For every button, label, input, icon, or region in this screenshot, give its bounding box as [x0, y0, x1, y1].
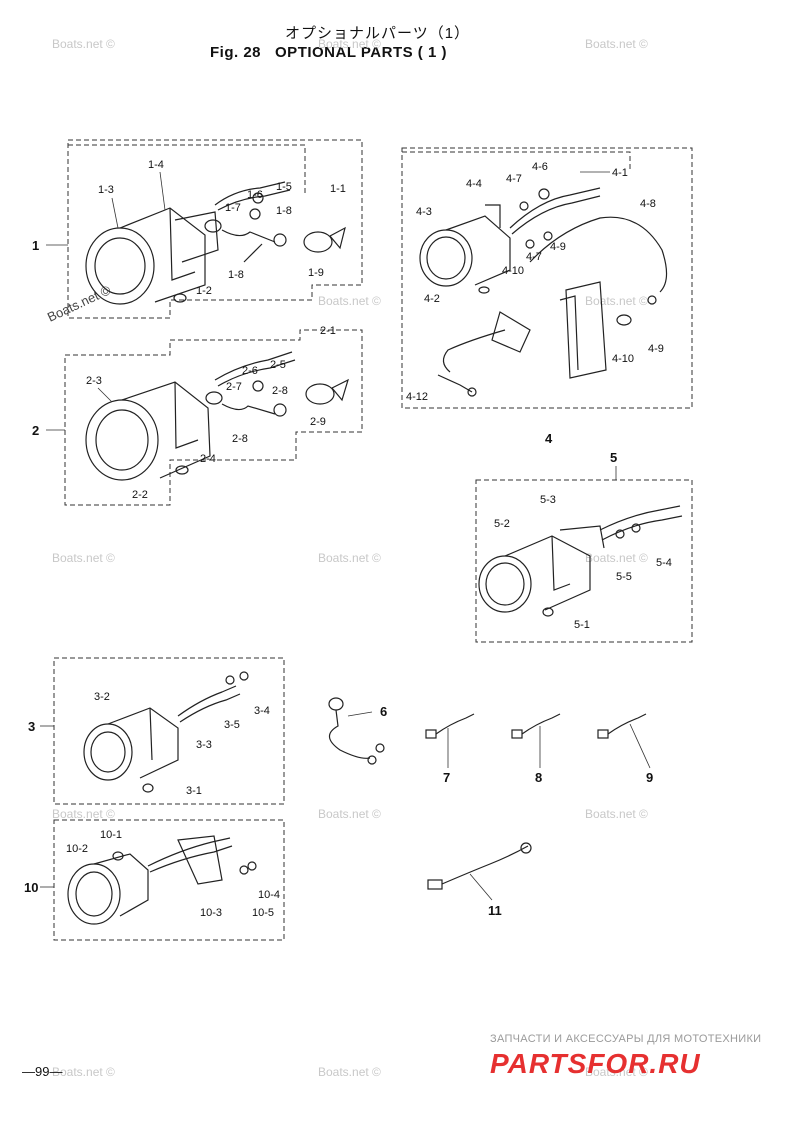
part-label: 5-1	[574, 619, 590, 631]
part-label: 1-6	[247, 189, 263, 201]
part-label: 1-3	[98, 184, 114, 196]
group-4: 4 4-1 4-6 4-7 4-4 4-3 4-8 4-9 4-7 4-10 4…	[401, 147, 693, 446]
part-label: 3-3	[196, 739, 212, 751]
group-index: 5	[610, 450, 617, 465]
title-japanese: オプショナルパーツ（1）	[285, 25, 471, 42]
watermark: Boats.net ©	[52, 551, 115, 565]
group-index: 1	[32, 238, 39, 253]
part-label: 4-10	[612, 353, 634, 365]
part-label: 10-3	[200, 907, 222, 919]
part-label: 3-4	[254, 705, 270, 717]
watermark: Boats.net ©	[585, 1065, 648, 1079]
part-label: 10-1	[100, 829, 122, 841]
part-label: 4-10	[502, 265, 524, 277]
part-label: 4-4	[466, 178, 482, 190]
group-index: 3	[28, 719, 35, 734]
group-2: 2 2-1 2-3 2-5 2-6 2-7 2-8 2-8 2-9 2-4 2-…	[32, 325, 363, 506]
figure-caption: OPTIONAL PARTS ( 1 )	[275, 44, 447, 61]
part-label: 4-9	[648, 343, 664, 355]
page-number: —99—	[22, 1064, 63, 1079]
single-parts: 6 7 8 9 11	[328, 697, 653, 918]
watermark-layer: Boats.net © Boats.net © Boats.net © Boat…	[45, 37, 648, 1079]
part-label: 5-2	[494, 518, 510, 530]
part-label: 1-2	[196, 285, 212, 297]
part-label: 4-6	[532, 161, 548, 173]
part-label: 1-5	[276, 181, 292, 193]
part-label: 2-8	[272, 385, 288, 397]
part-label: 2-8	[232, 433, 248, 445]
figure-title: Fig. 28 OPTIONAL PARTS ( 1 )	[210, 44, 461, 61]
watermark: Boats.net ©	[318, 37, 381, 51]
part-label: 2-3	[86, 375, 102, 387]
part-label: 3-1	[186, 785, 202, 797]
footer-logo: PARTSFOR.RU	[490, 1048, 701, 1079]
watermark: Boats.net ©	[52, 1065, 115, 1079]
part-label: 8	[535, 770, 542, 785]
group-10: 10 10-1 10-2 10-4 10-5 10-3	[24, 819, 285, 941]
part-label: 4-8	[640, 198, 656, 210]
part-label: 2-1	[320, 325, 336, 337]
part-label: 5-4	[656, 557, 672, 569]
part-label: 4-7	[526, 251, 542, 263]
part-label: 4-7	[506, 173, 522, 185]
part-label: 1-4	[148, 159, 164, 171]
part-label: 4-12	[406, 391, 428, 403]
group-index: 4	[545, 431, 553, 446]
part-label: 5-5	[616, 571, 632, 583]
watermark: Boats.net ©	[318, 551, 381, 565]
part-label: 1-9	[308, 267, 324, 279]
part-label: 2-2	[132, 489, 148, 501]
watermark: Boats.net ©	[585, 37, 648, 51]
watermark: Boats.net ©	[52, 37, 115, 51]
part-label: 4-1	[612, 167, 628, 179]
group-5: 5 5-3 5-2 5-4 5-5 5-1	[475, 450, 693, 643]
part-label: 2-9	[310, 416, 326, 428]
part-label: 2-6	[242, 365, 258, 377]
watermark: Boats.net ©	[318, 1065, 381, 1079]
footer-tagline: ЗАПЧАСТИ И АКСЕССУАРЫ ДЛЯ МОТОТЕХНИКИ	[490, 1033, 762, 1045]
part-label: 4-9	[550, 241, 566, 253]
part-label: 4-3	[416, 206, 432, 218]
part-label: 3-2	[94, 691, 110, 703]
watermark: Boats.net ©	[318, 807, 381, 821]
part-label: 1-8	[276, 205, 292, 217]
watermark: Boats.net ©	[318, 294, 381, 308]
part-label: 2-4	[200, 453, 216, 465]
watermark: Boats.net ©	[585, 551, 648, 565]
part-label: 1-7	[225, 202, 241, 214]
part-label: 3-5	[224, 719, 240, 731]
figure-number: Fig. 28	[210, 44, 262, 61]
part-label: 6	[380, 704, 387, 719]
part-label: 11	[488, 903, 502, 918]
group-1: 1 1-4 1-3 1-1 1-5 1-6 1-7 1-8 1-8 1-9 1-…	[32, 139, 363, 319]
part-label: 4-2	[424, 293, 440, 305]
watermark: Boats.net ©	[585, 294, 648, 308]
part-label: 7	[443, 770, 450, 785]
part-label: 2-5	[270, 359, 286, 371]
watermark: Boats.net ©	[585, 807, 648, 821]
part-label: 1-8	[228, 269, 244, 281]
part-label: 2-7	[226, 381, 242, 393]
group-index: 10	[24, 880, 38, 895]
group-index: 2	[32, 423, 39, 438]
part-label: 10-5	[252, 907, 274, 919]
part-label: 9	[646, 770, 653, 785]
group-3: 3 3-2 3-4 3-5 3-3 3-1	[28, 657, 285, 805]
watermark: Boats.net ©	[52, 807, 115, 821]
part-label: 10-2	[66, 843, 88, 855]
part-label: 10-4	[258, 889, 280, 901]
part-label: 5-3	[540, 494, 556, 506]
part-label: 1-1	[330, 183, 346, 195]
